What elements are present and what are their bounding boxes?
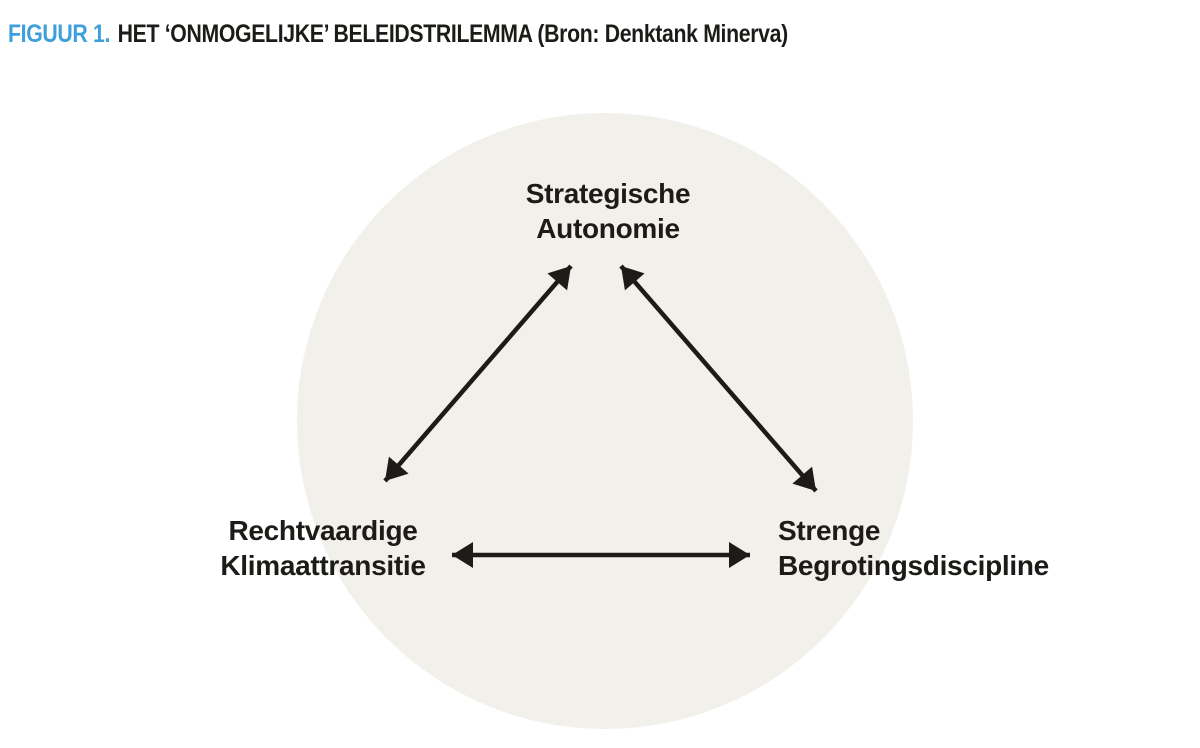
node-label-line: Strategische [525, 178, 691, 209]
figure-title: HET ‘ONMOGELIJKE’ BELEIDSTRILEMMA (Bron:… [117, 20, 789, 48]
node-strenge-begrotingsdiscipline: Strenge Begrotingsdiscipline [778, 513, 1049, 583]
arrow-top-to-bottom-left [383, 264, 573, 483]
figure-number-label: FIGUUR 1. [8, 20, 111, 48]
node-label-line: Strenge [778, 515, 881, 546]
node-label-line: Autonomie [536, 213, 680, 244]
node-rechtvaardige-klimaattransitie: Rechtvaardige Klimaattransitie [220, 513, 426, 583]
node-label-line: Begrotingsdiscipline [778, 550, 1049, 581]
arrow-top-to-bottom-right [619, 264, 818, 493]
figure-caption: FIGUUR 1.HET ‘ONMOGELIJKE’ BELEIDSTRILEM… [8, 20, 788, 49]
node-label-line: Klimaattransitie [220, 550, 426, 581]
node-strategische-autonomie: Strategische Autonomie [525, 176, 691, 246]
node-label-line: Rechtvaardige [228, 515, 418, 546]
